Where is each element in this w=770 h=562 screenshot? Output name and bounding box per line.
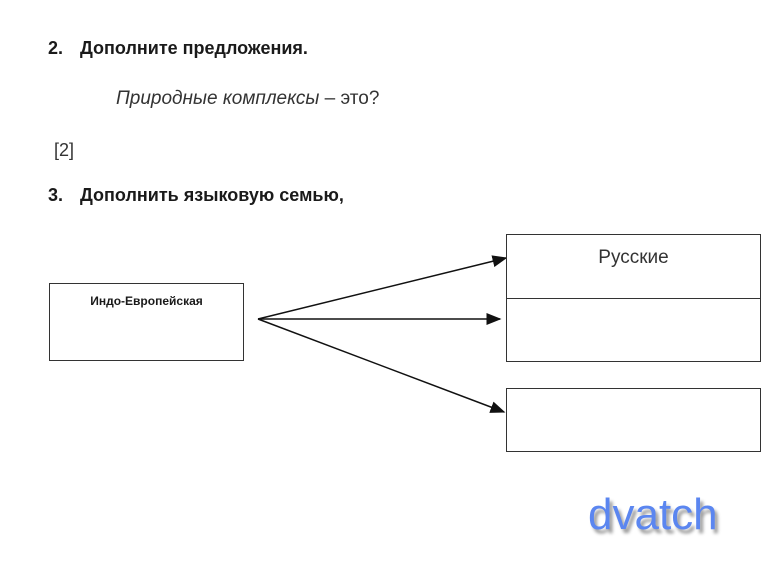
sentence-rest: – это? <box>319 88 380 109</box>
term: Природные комплексы <box>116 88 320 109</box>
source-box: Индо-Европейская <box>49 283 244 361</box>
arrow <box>257 255 508 320</box>
watermark: dvatch <box>588 490 718 539</box>
question-2: 2. Дополните предложения. <box>48 38 308 59</box>
arrow <box>257 318 506 413</box>
question-title: Дополнить языковую семью, <box>80 185 344 205</box>
question-title: Дополните предложения. <box>80 38 308 58</box>
question-number: 3. <box>48 185 64 205</box>
sentence: Природные комплексы – это? <box>116 88 379 110</box>
target-label: Русские <box>598 247 669 268</box>
source-label: Индо-Европейская <box>90 294 203 308</box>
target-box-3 <box>506 388 761 452</box>
target-box-2 <box>506 298 761 362</box>
question-3: 3. Дополнить языковую семью, <box>48 185 344 206</box>
question-number: 2. <box>48 38 64 58</box>
target-box-1: Русские <box>506 234 761 299</box>
points: [2] <box>54 140 75 160</box>
